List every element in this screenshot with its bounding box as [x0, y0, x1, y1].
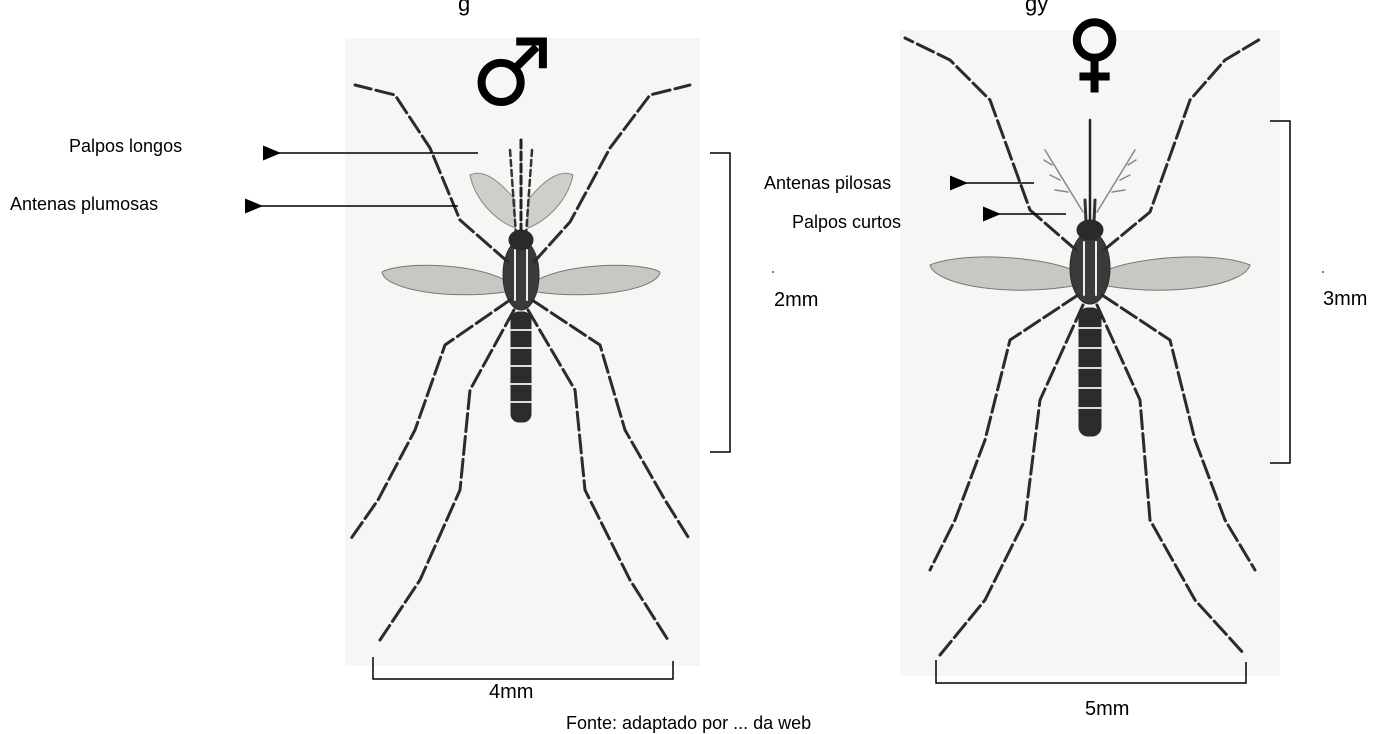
male-mosquito-illustration [350, 85, 690, 640]
label-female-body-length: 3mm [1323, 288, 1367, 311]
female-body-length-bracket [1270, 121, 1290, 463]
label-palps-long: Palpos longos [69, 136, 182, 157]
label-male-leg-span: 4mm [489, 681, 533, 704]
label-antennae-pilose: Antenas pilosas [764, 173, 891, 194]
label-female-leg-span: 5mm [1085, 698, 1129, 721]
label-palps-short: Palpos curtos [792, 212, 901, 233]
female-mosquito-illustration [905, 38, 1262, 655]
label-male-body-length: 2mm [774, 289, 818, 312]
label-antennae-plumose: Antenas plumosas [10, 194, 158, 215]
female-symbol-icon [1055, 16, 1135, 96]
male-symbol-icon [470, 34, 550, 114]
female-leg-span-bracket [936, 660, 1246, 683]
male-leg-span-bracket [373, 657, 673, 679]
male-body-length-bracket [710, 153, 730, 452]
